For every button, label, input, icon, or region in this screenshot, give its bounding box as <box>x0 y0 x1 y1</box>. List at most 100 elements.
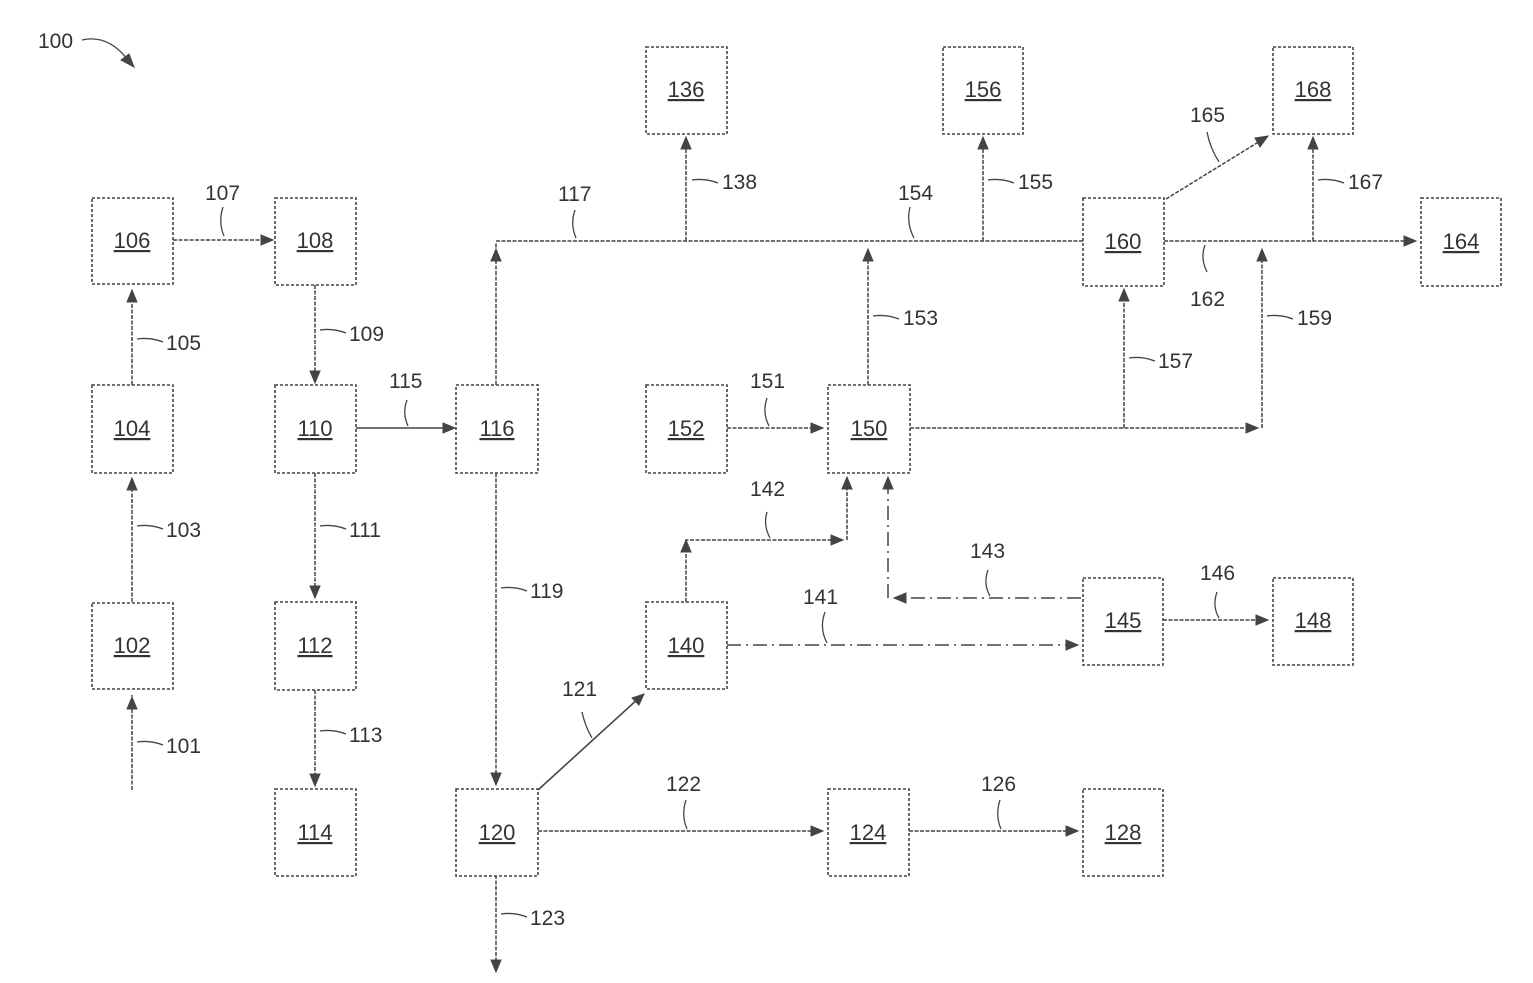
unit-140-label: 140 <box>668 633 705 658</box>
stream-141-label: 141 <box>803 586 838 609</box>
arrowhead-122 <box>811 826 823 836</box>
stream-138-label: 138 <box>722 171 757 194</box>
arrowhead-115 <box>443 423 455 433</box>
unit-136: 136 <box>646 47 727 134</box>
arrowhead-167 <box>1308 137 1318 149</box>
leader-122 <box>684 800 687 829</box>
stream-113-label: 113 <box>349 724 382 747</box>
unit-112: 112 <box>275 602 356 690</box>
unit-112-label: 112 <box>297 633 332 658</box>
unit-152: 152 <box>646 385 727 473</box>
leader-101 <box>137 741 163 745</box>
stream-121-label: 121 <box>562 678 597 701</box>
arrowhead-159a <box>1246 423 1258 433</box>
unit-104-label: 104 <box>114 416 151 441</box>
arrowhead-111 <box>310 586 320 598</box>
arrowhead-138 <box>681 137 691 149</box>
stream-107-label: 107 <box>205 182 240 205</box>
stream-159-label: 159 <box>1297 307 1332 330</box>
unit-150: 150 <box>828 385 910 473</box>
arrowhead-142a <box>681 540 691 552</box>
stream-151-label: 151 <box>750 370 785 393</box>
arrowhead-155 <box>978 137 988 149</box>
figure-pointer-arrowhead <box>121 54 134 67</box>
unit-156: 156 <box>943 47 1023 134</box>
unit-168: 168 <box>1273 47 1353 134</box>
leader-103 <box>137 525 163 529</box>
stream-165-label: 165 <box>1190 104 1225 127</box>
arrowhead-117 <box>491 249 501 261</box>
unit-145-label: 145 <box>1105 608 1142 633</box>
arrowhead-157 <box>1119 289 1129 301</box>
leader-113 <box>320 730 346 734</box>
arrowhead-165 <box>1255 136 1268 147</box>
unit-148: 148 <box>1273 578 1353 665</box>
unit-136-label: 136 <box>668 77 705 102</box>
arrowhead-142c <box>842 477 852 489</box>
arrowhead-159b <box>1257 249 1267 261</box>
stream-142-label: 142 <box>750 478 785 501</box>
leader-157 <box>1129 357 1155 361</box>
figure-reference: 100 <box>38 30 134 67</box>
unit-124: 124 <box>828 789 909 876</box>
leader-126 <box>998 800 1001 829</box>
stream-111-label: 111 <box>349 519 381 542</box>
unit-108: 108 <box>275 198 356 285</box>
arrowhead-103 <box>127 478 137 490</box>
arrowhead-146 <box>1256 615 1268 625</box>
arrowhead-141 <box>1066 640 1078 650</box>
unit-106-label: 106 <box>114 228 151 253</box>
unit-150-label: 150 <box>851 416 888 441</box>
unit-124-label: 124 <box>850 820 887 845</box>
unit-145: 145 <box>1083 578 1163 665</box>
leader-141 <box>822 612 827 643</box>
unit-120-label: 120 <box>479 820 516 845</box>
unit-120: 120 <box>456 789 538 876</box>
unit-164-label: 164 <box>1443 229 1480 254</box>
arrowhead-123 <box>491 960 501 972</box>
unit-106: 106 <box>92 198 173 284</box>
stream-153-label: 153 <box>903 307 938 330</box>
arrowhead-142b <box>831 535 843 545</box>
unit-102-label: 102 <box>114 633 151 658</box>
unit-110: 110 <box>275 385 356 473</box>
leader-115 <box>405 400 408 426</box>
leader-143 <box>986 570 990 596</box>
arrowhead-113 <box>310 774 320 786</box>
unit-102: 102 <box>92 603 173 689</box>
figure-pointer-line <box>82 39 128 60</box>
arrowhead-119 <box>491 773 501 785</box>
stream-122-label: 122 <box>666 773 701 796</box>
unit-152-label: 152 <box>668 416 705 441</box>
stream-167-label: 167 <box>1348 171 1383 194</box>
stream-119-label: 119 <box>530 580 563 603</box>
unit-160: 160 <box>1083 198 1164 286</box>
leader-117 <box>573 210 576 238</box>
arrowhead-162 <box>1404 236 1416 246</box>
stream-165-line <box>1166 138 1265 199</box>
leader-153 <box>873 315 899 319</box>
unit-116-label: 116 <box>479 416 514 441</box>
leader-165 <box>1207 132 1219 162</box>
arrowhead-126 <box>1066 826 1078 836</box>
figure-number: 100 <box>38 30 73 53</box>
stream-143-label: 143 <box>970 540 1005 563</box>
unit-boxes: 102 104 106 108 110 112 114 116 <box>92 47 1501 876</box>
leader-142 <box>766 512 770 538</box>
leader-105 <box>137 338 163 342</box>
unit-104: 104 <box>92 385 173 473</box>
leader-159 <box>1267 315 1293 319</box>
unit-160-label: 160 <box>1105 229 1142 254</box>
leader-138 <box>692 179 718 183</box>
stream-155-label: 155 <box>1018 171 1053 194</box>
unit-140: 140 <box>646 602 727 689</box>
stream-105-label: 105 <box>166 332 201 355</box>
arrowhead-153 <box>863 249 873 261</box>
unit-128-label: 128 <box>1105 820 1142 845</box>
leader-154 <box>909 207 914 238</box>
stream-109-label: 109 <box>349 323 384 346</box>
stream-121-line <box>538 697 640 790</box>
unit-116: 116 <box>456 385 538 473</box>
stream-115-label: 115 <box>389 370 422 393</box>
